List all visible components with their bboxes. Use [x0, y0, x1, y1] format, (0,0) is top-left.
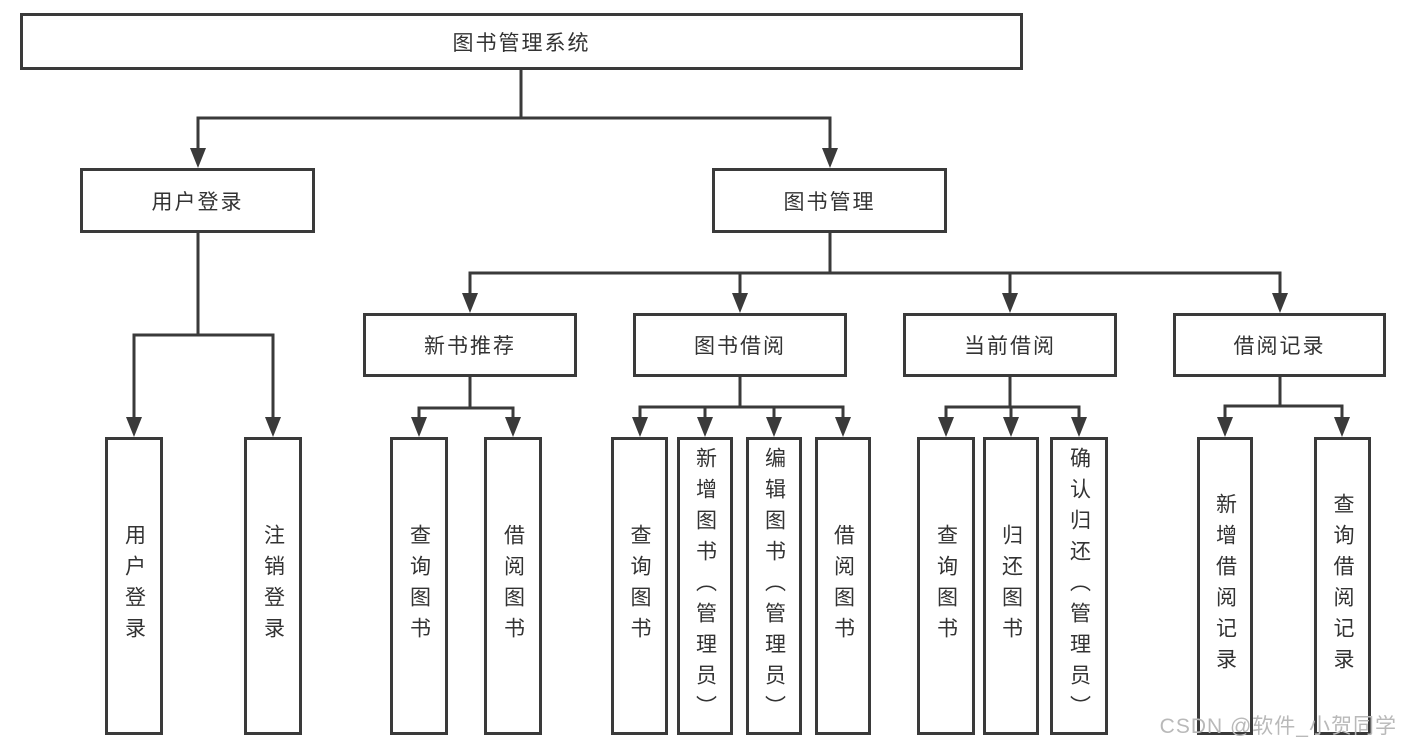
leaf-return-book: 归还图书 [983, 437, 1039, 735]
node-book-management: 图书管理 [712, 168, 947, 233]
leaf-add-book-admin: 新增图书（管理员） [677, 437, 733, 735]
csdn-watermark: CSDN @软件_小贺同学 [1159, 715, 1397, 738]
leaf-edit-book-admin: 编辑图书（管理员） [746, 437, 802, 735]
edges-from-book-management [462, 233, 1288, 313]
leaf-query-borrow-record: 查询借阅记录 [1314, 437, 1371, 735]
leaf-user-login: 用户登录 [105, 437, 163, 735]
node-book-borrow: 图书借阅 [633, 313, 847, 377]
node-new-book-recommend: 新书推荐 [363, 313, 577, 377]
edges-from-current-borrow [938, 377, 1087, 437]
leaf-query-book-borrow: 查询图书 [611, 437, 668, 735]
node-borrow-records: 借阅记录 [1173, 313, 1386, 377]
edges-from-borrow-records [1217, 377, 1350, 437]
node-root: 图书管理系统 [20, 13, 1023, 70]
edges-from-new-book-recommend [411, 377, 521, 437]
node-user-login: 用户登录 [80, 168, 315, 233]
node-current-borrow: 当前借阅 [903, 313, 1117, 377]
leaf-query-book-recommend: 查询图书 [390, 437, 448, 735]
leaf-add-borrow-record: 新增借阅记录 [1197, 437, 1253, 735]
leaf-query-book-current: 查询图书 [917, 437, 975, 735]
leaf-logout-login: 注销登录 [244, 437, 302, 735]
edges-from-book-borrow [632, 377, 851, 437]
edges-from-root [190, 70, 838, 168]
leaf-borrow-book: 借阅图书 [815, 437, 871, 735]
leaf-borrow-book-recommend: 借阅图书 [484, 437, 542, 735]
edges-from-user-login [126, 233, 281, 437]
leaf-confirm-return-admin: 确认归还（管理员） [1050, 437, 1108, 735]
